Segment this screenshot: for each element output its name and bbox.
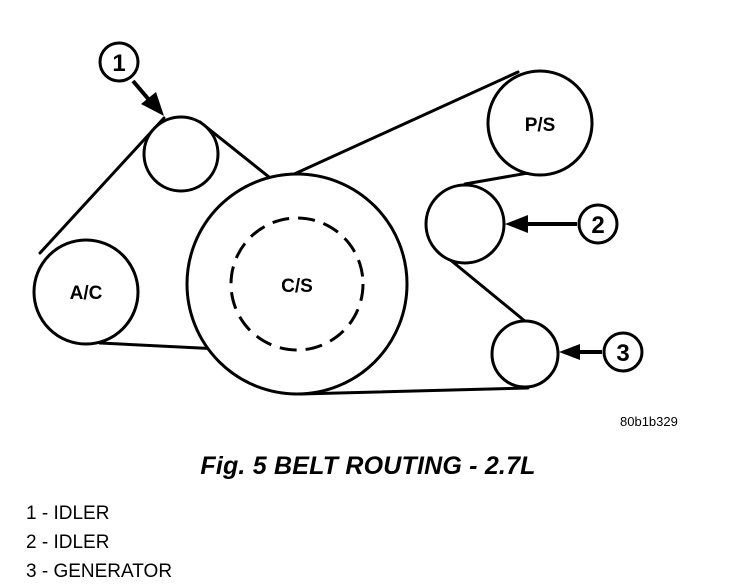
belt-segment-crank-to-ps — [266, 70, 520, 188]
cs-pulley-label: C/S — [281, 276, 313, 297]
callout-3-circle — [602, 331, 644, 373]
callout-3-arrow-head — [559, 344, 580, 360]
idler-pulley-1 — [142, 115, 220, 193]
callout-1-number: 1 — [112, 50, 125, 77]
legend-item-3: 3 - GENERATOR — [26, 561, 173, 582]
callout-2-arrow-head — [505, 215, 528, 233]
belt-segment-ac-to-idler1 — [38, 116, 166, 255]
crankshaft-pulley — [185, 172, 409, 396]
callout-2-circle — [577, 203, 619, 245]
callout-3: 3 — [559, 331, 644, 373]
callout-1-arrow-head — [141, 92, 164, 116]
ac-pulley — [32, 238, 140, 346]
callout-3-number: 3 — [616, 340, 629, 367]
callout-1-arrow-shaft — [131, 79, 152, 103]
crankshaft-hub-dashed — [229, 216, 365, 352]
legend-item-1: 1 - IDLER — [26, 503, 110, 524]
legend-list: 1 - IDLER 2 - IDLER 3 - GENERATOR — [26, 499, 172, 586]
belt-segment-idler2-to-generator — [446, 256, 528, 324]
belt-segment-generator-to-crank — [298, 386, 530, 396]
legend-item-2: 2 - IDLER — [26, 532, 110, 553]
callout-2-number: 2 — [591, 212, 604, 239]
callout-1: 1 — [98, 41, 164, 116]
generator-pulley — [490, 319, 560, 389]
ac-pulley-label: A/C — [70, 283, 103, 304]
ps-pulley-label: P/S — [525, 115, 556, 136]
figure-caption: Fig. 5 BELT ROUTING - 2.7L — [200, 452, 536, 480]
callout-2: 2 — [505, 203, 619, 245]
ps-pulley — [486, 69, 594, 177]
image-code-label: 80b1b329 — [620, 414, 678, 429]
idler-pulley-2 — [424, 183, 506, 265]
callout-1-circle — [98, 41, 140, 83]
belt — [38, 70, 570, 396]
